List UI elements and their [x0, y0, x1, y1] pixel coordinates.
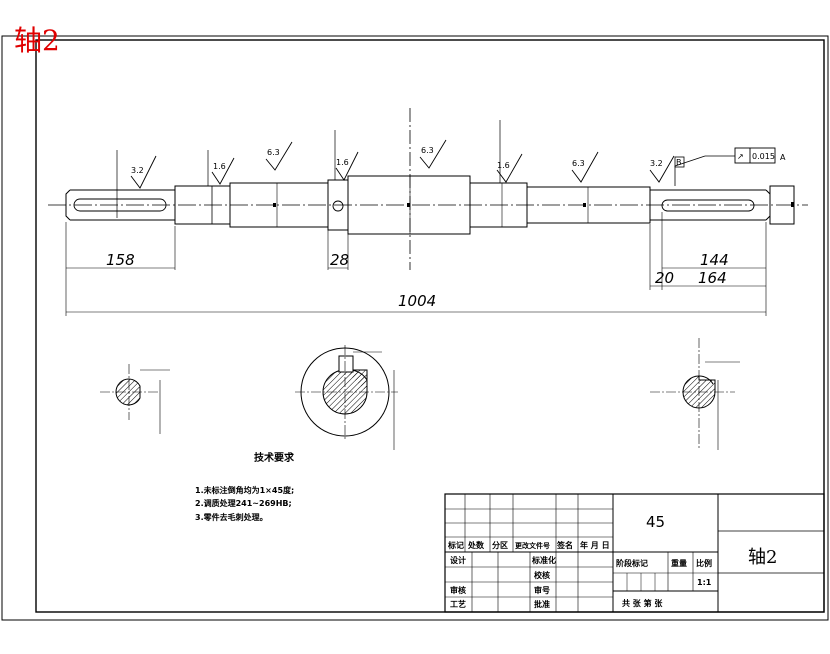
svg-text:6.3: 6.3: [572, 159, 585, 168]
section-view-middle: [295, 345, 398, 450]
svg-text:校核: 校核: [534, 570, 550, 580]
tech-req-line-3: 3.零件去毛刺处理。: [195, 512, 268, 522]
shaft-main-view: [48, 108, 808, 270]
material-value: 45: [646, 513, 665, 531]
dim-28: 28: [330, 251, 349, 269]
datum-b-box: [674, 156, 685, 168]
title-block: 标记 处数 分区 更改文件号 签名 年 月 日 设计 标准化 校核 审核 审号 …: [444, 493, 825, 613]
svg-text:1:1: 1:1: [697, 578, 712, 587]
svg-text:审核: 审核: [450, 585, 466, 595]
svg-text:分区: 分区: [492, 540, 508, 550]
dim-144: 144: [700, 251, 729, 269]
tech-req-line-1: 1.未标注倒角均为1×45度;: [195, 485, 294, 495]
roughness-mark-5: 6.3: [419, 139, 447, 169]
dimension-lines: 158 28 1004 144 20 164: [65, 212, 767, 316]
svg-text:0.015: 0.015: [752, 152, 775, 161]
svg-text:1.6: 1.6: [497, 161, 510, 170]
title-tag: 轴2: [14, 24, 60, 57]
svg-text:1.6: 1.6: [213, 162, 226, 171]
svg-text:工艺: 工艺: [450, 599, 466, 609]
svg-text:标准化: 标准化: [531, 555, 556, 565]
svg-text:处数: 处数: [467, 540, 485, 550]
svg-text:比例: 比例: [696, 558, 712, 568]
section-view-left: [100, 364, 170, 434]
part-name: 轴2: [748, 547, 777, 568]
svg-text:重量: 重量: [671, 558, 687, 568]
section-view-right: [650, 338, 740, 450]
roughness-symbols: 3.2 1.6 6.3 1.6 6.3 1.6 6.3 3.2: [130, 139, 675, 189]
keyway-right: [661, 199, 755, 212]
svg-text:标记: 标记: [447, 540, 464, 550]
roughness-mark-4: 1.6: [335, 151, 359, 181]
svg-text:共 张 第 张: 共 张 第 张: [622, 598, 663, 608]
outer-border: [1, 35, 829, 621]
svg-text:更改文件号: 更改文件号: [515, 541, 550, 550]
dim-158: 158: [106, 251, 135, 269]
keyway-left: [73, 198, 167, 212]
roughness-mark-8: 3.2: [649, 155, 675, 183]
technical-requirements: 技术要求 1.未标注倒角均为1×45度; 2.调质处理241~269HB; 3.…: [195, 451, 295, 522]
svg-text:批准: 批准: [534, 599, 550, 609]
svg-text:1.6: 1.6: [336, 158, 349, 167]
tech-req-line-2: 2.调质处理241~269HB;: [195, 498, 292, 508]
dim-20: 20: [655, 269, 674, 287]
runout-icon: ↗: [737, 152, 744, 161]
svg-text:年 月 日: 年 月 日: [580, 540, 610, 550]
roughness-mark-6: 1.6: [496, 153, 523, 183]
roughness-mark-2: 1.6: [211, 157, 235, 185]
shaft-hole: [332, 200, 344, 212]
roughness-mark-7: 6.3: [571, 151, 599, 183]
shaft-left-chamfer: [65, 189, 71, 221]
roughness-mark-1: 3.2: [130, 155, 157, 189]
svg-text:3.2: 3.2: [131, 166, 144, 175]
svg-text:审号: 审号: [534, 585, 550, 595]
dim-164: 164: [698, 269, 727, 287]
svg-text:A: A: [780, 153, 786, 162]
svg-text:6.3: 6.3: [267, 148, 280, 157]
svg-text:3.2: 3.2: [650, 159, 663, 168]
dim-1004: 1004: [398, 292, 436, 310]
svg-text:签名: 签名: [556, 540, 573, 550]
geometric-tolerance-frame: B ↗ 0.015 A: [674, 147, 786, 186]
roughness-mark-3: 6.3: [265, 141, 293, 171]
svg-text:B: B: [676, 158, 682, 167]
inner-border: [35, 39, 825, 613]
svg-text:阶段标记: 阶段标记: [616, 558, 648, 568]
svg-text:6.3: 6.3: [421, 146, 434, 155]
tech-req-heading: 技术要求: [254, 451, 295, 464]
svg-text:设计: 设计: [450, 555, 466, 565]
